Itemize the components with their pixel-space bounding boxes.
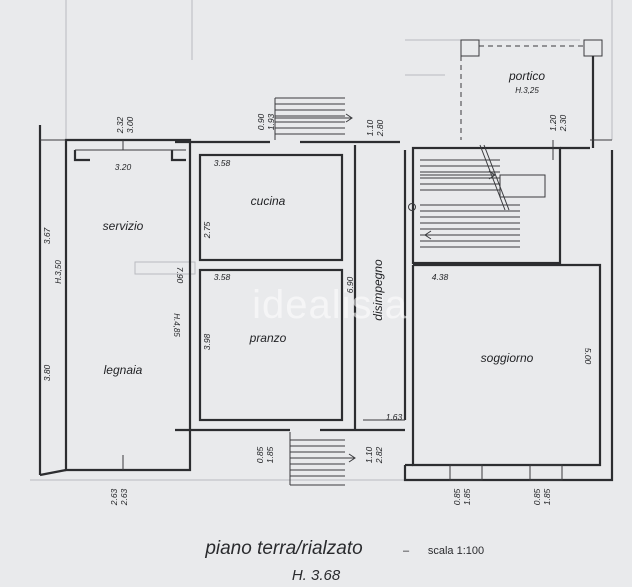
- dim-soggiorno-width: 4.38: [432, 272, 449, 282]
- dim-top-door-a: 0.90: [256, 113, 266, 130]
- dim-soggiorno-door1-b: 1.85: [462, 488, 472, 505]
- room-label-pranzo: pranzo: [249, 331, 287, 345]
- dim-pranzo-height: 3.98: [202, 333, 212, 350]
- dim-soggiorno-door1-a: 0.85: [452, 488, 462, 505]
- plan-title: piano terra/rialzato: [204, 538, 362, 559]
- height-portico: H.3,25: [515, 86, 539, 95]
- dim-top-left-b: 3.00: [125, 116, 135, 133]
- dim-bottom-door-b: 1.85: [265, 446, 275, 463]
- dim-portico-a: 1.20: [548, 114, 558, 131]
- dim-soggiorno-door2-b: 1.85: [542, 488, 552, 505]
- dim-bottom-door-a: 0.85: [255, 446, 265, 463]
- watermark-text: idealista: [252, 283, 408, 327]
- dim-pranzo-width: 3.58: [214, 272, 231, 282]
- dim-disimpegno-a: 1.10: [365, 119, 375, 136]
- staircase-main: [408, 144, 546, 248]
- dim-bottom-mid-a: 1.10: [364, 446, 374, 463]
- soggiorno-windows: [449, 139, 612, 481]
- dim-top-left-a: 2.32: [115, 116, 125, 134]
- room-label-cucina: cucina: [251, 194, 286, 208]
- dim-cucina-height: 2.75: [202, 221, 212, 239]
- height-servizio: H.3,50: [54, 260, 63, 284]
- room-label-disimpegno: disimpegno: [371, 259, 385, 321]
- dim-servizio-length: 3.67: [42, 227, 52, 244]
- dim-legnaia-length: 3.80: [42, 364, 52, 381]
- dim-disimpegno-length: 6.90: [345, 276, 355, 293]
- dim-disimpegno-b: 2.80: [375, 119, 385, 137]
- walls: [38, 39, 614, 482]
- dim-portico-b: 2.30: [558, 114, 568, 132]
- floor-height: H. 3.68: [292, 567, 341, 584]
- dimension-lines: [75, 140, 554, 470]
- dim-soggiorno-height: 5.00: [583, 348, 593, 365]
- staircase-top: [274, 97, 353, 140]
- caption-separator: –: [403, 545, 410, 557]
- room-label-soggiorno: soggiorno: [481, 351, 534, 365]
- dim-disimpegno-bottom: 1.63: [386, 412, 403, 422]
- dim-wall-790: 7.90: [175, 267, 185, 284]
- room-label-legnaia: legnaia: [104, 363, 143, 377]
- dim-legnaia-bottom-b: 2.63: [119, 488, 129, 506]
- staircase-bottom: [289, 432, 356, 486]
- room-label-portico: portico: [508, 69, 545, 83]
- dim-legnaia-bottom-a: 2.63: [109, 488, 119, 506]
- dim-top-door-b: 1.93: [266, 113, 276, 130]
- plan-scale: scala 1:100: [428, 545, 484, 557]
- dim-soggiorno-door2-a: 0.85: [532, 488, 542, 505]
- height-middle: H.4,85: [172, 313, 181, 337]
- dim-servizio-width: 3.20: [115, 162, 132, 172]
- dim-bottom-mid-b: 2.82: [374, 446, 384, 464]
- dim-cucina-width: 3.58: [214, 158, 231, 168]
- room-label-servizio: servizio: [103, 219, 144, 233]
